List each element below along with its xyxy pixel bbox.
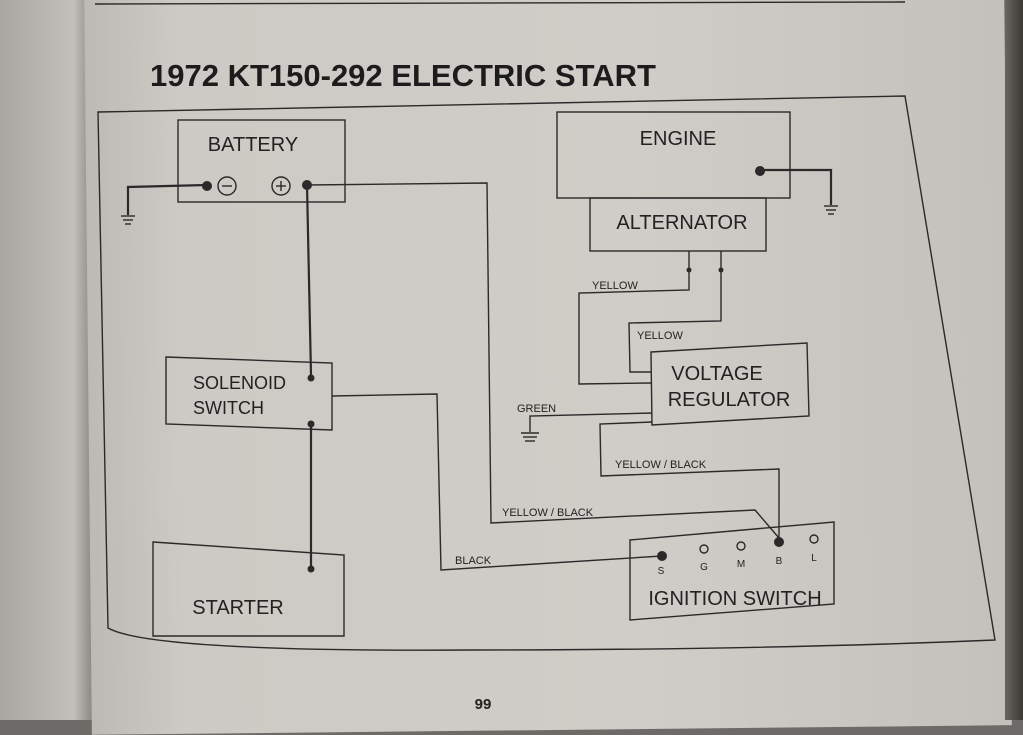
battery-positive-dot [302, 180, 312, 190]
engine-label: ENGINE [640, 128, 717, 150]
terminal-label-l: L [811, 553, 817, 564]
battery-negative-dot [202, 181, 212, 191]
starter-box [152, 541, 345, 637]
solenoid-switch-box [165, 356, 333, 431]
page-title: 1972 KT150-292 ELECTRIC START [150, 58, 656, 93]
terminal-label-s: S [658, 566, 665, 577]
starter-dot [307, 565, 315, 573]
battery-ignition-wire [306, 182, 780, 539]
battery-solenoid-wire [305, 184, 313, 376]
top-border-line [94, 1, 906, 5]
yellow-wire-2 [628, 251, 722, 373]
alternator-label: ALTERNATOR [616, 212, 747, 234]
alternator-box [589, 197, 767, 252]
terminal-g-icon [699, 544, 709, 554]
solenoid-dot-1 [307, 374, 315, 382]
solenoid-label-1: SOLENOID [193, 373, 286, 393]
wire-label-yellow-1: YELLOW [592, 280, 638, 292]
engine-box [556, 111, 791, 199]
right-page-edge [1005, 0, 1023, 720]
diagram-frame [97, 95, 996, 651]
terminal-m-icon [736, 541, 746, 551]
wire-label-yellow-black-1: YELLOW / BLACK [615, 459, 707, 471]
left-page-edge [0, 0, 92, 720]
solenoid-label-2: SWITCH [193, 398, 264, 418]
wire-label-yellow-black-2: YELLOW / BLACK [502, 507, 594, 519]
wire-label-yellow-2: YELLOW [637, 330, 683, 342]
alternator-dot-2 [718, 267, 724, 273]
terminal-s-icon [657, 551, 667, 561]
ground-symbol-battery [121, 215, 135, 225]
terminal-label-m: M [737, 559, 745, 570]
yellow-black-wire [599, 421, 780, 538]
battery-positive-icon [271, 176, 291, 196]
wire-label-green: GREEN [517, 403, 556, 415]
wire-label-black: BLACK [455, 555, 492, 567]
battery-negative-icon [217, 176, 237, 196]
engine-ground-dot [755, 166, 765, 176]
ignition-label: IGNITION SWITCH [648, 588, 821, 610]
voltage-label-1: VOLTAGE [671, 363, 763, 385]
ground-symbol-engine [824, 205, 838, 215]
starter-label: STARTER [192, 597, 284, 619]
solenoid-dot-2 [307, 420, 315, 428]
wiring-diagram: 1972 KT150-292 ELECTRIC START BATTERY EN… [94, 1, 996, 713]
yellow-wire-1 [578, 251, 690, 385]
ignition-switch-box [629, 521, 835, 621]
green-wire [529, 412, 653, 432]
terminal-label-g: G [700, 562, 708, 573]
voltage-regulator-box [650, 342, 810, 426]
alternator-dot-1 [686, 267, 692, 273]
battery-label: BATTERY [208, 134, 298, 156]
battery-box [177, 119, 346, 203]
page-number: 99 [475, 696, 492, 713]
terminal-l-icon [809, 534, 819, 544]
terminal-b-icon [774, 537, 784, 547]
ground-symbol-regulator [521, 432, 539, 442]
battery-ground-wire [126, 183, 208, 215]
voltage-label-2: REGULATOR [668, 389, 791, 411]
terminal-label-b: B [776, 556, 783, 567]
engine-ground-wire [760, 168, 833, 205]
black-wire [331, 393, 663, 571]
